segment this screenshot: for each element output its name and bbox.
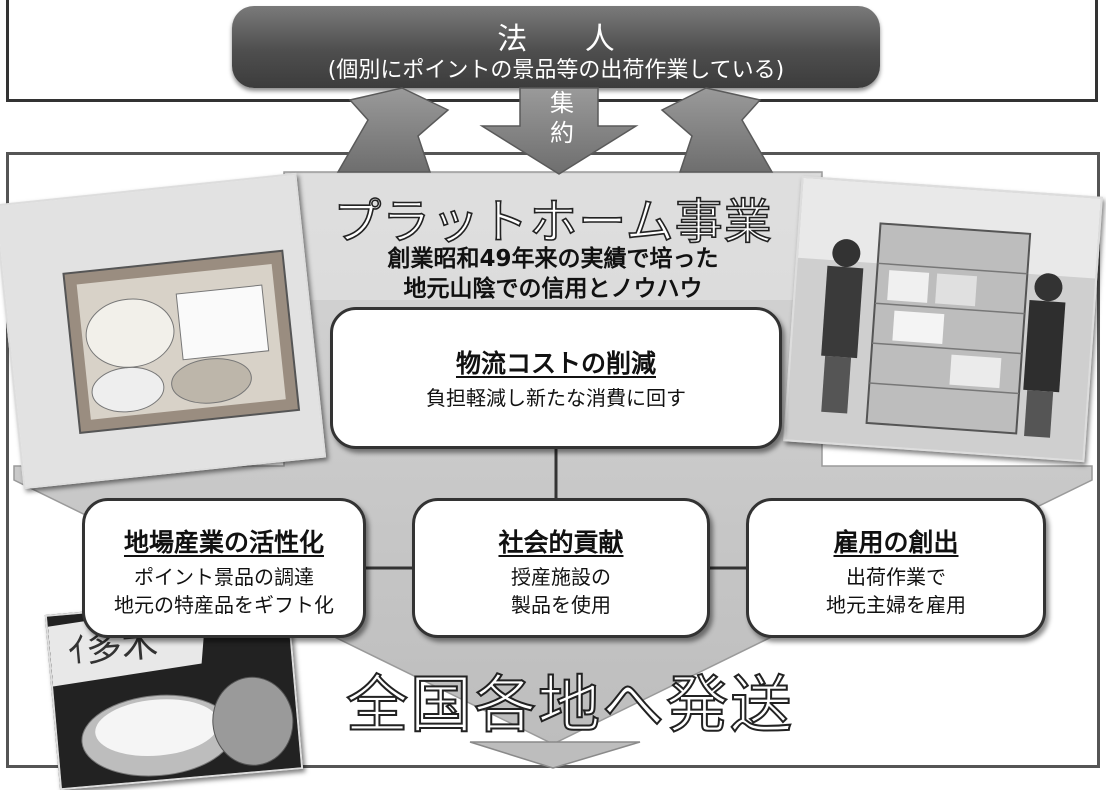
effect-title: 社会的貢献 [498, 528, 624, 557]
effect-line2: 地元主婦を雇用 [826, 593, 966, 617]
ship-arrow-tip [469, 741, 641, 769]
logistics-cost-box: 物流コストの削減 負担軽減し新たな消費に回す [330, 307, 782, 449]
logistics-title: 物流コストの削減 [455, 349, 656, 378]
effect-line1: 授産施設の [511, 565, 611, 589]
nationwide-shipping-label: 全国各地へ発送 [345, 667, 794, 742]
arrow-right [660, 87, 774, 173]
arrow-left [336, 87, 450, 173]
logistics-text: 負担軽減し新たな消費に回す [426, 386, 686, 410]
effect-box-social-contribution: 社会的貢献 授産施設の 製品を使用 [412, 498, 710, 638]
effect-line2: 製品を使用 [511, 593, 611, 617]
arrow-center [479, 87, 639, 175]
corporation-pill: 法 人 (個別にポイントの景品等の出荷作業している) [232, 6, 880, 88]
gift-box-photo [0, 172, 327, 490]
platform-description-line1: 創業昭和49年来の実績で培った [387, 246, 719, 272]
platform-funnel-highlight [286, 174, 820, 300]
effect-title: 雇用の創出 [833, 528, 959, 557]
effect-line1: ポイント景品の調達 [134, 565, 314, 589]
platform-description-line2: 地元山陰での信用とノウハウ [403, 276, 703, 302]
platform-description: 創業昭和49年来の実績で培った 地元山陰での信用とノウハウ [286, 244, 820, 304]
effect-line1: 出荷作業で [846, 565, 946, 589]
corporation-subtitle: (個別にポイントの景品等の出荷作業している) [327, 58, 785, 83]
corporation-title: 法 人 [497, 22, 639, 57]
platform-title: プラットホーム事業 [332, 193, 773, 251]
effect-title: 地場産業の活性化 [123, 528, 324, 557]
warehouse-workers-photo [783, 175, 1103, 463]
gather-label: 集約 [550, 89, 574, 147]
effect-line2: 地元の特産品をギフト化 [114, 593, 334, 617]
effect-box-job-creation: 雇用の創出 出荷作業で 地元主婦を雇用 [746, 498, 1046, 638]
effect-box-local-industry: 地場産業の活性化 ポイント景品の調達 地元の特産品をギフト化 [82, 498, 366, 638]
